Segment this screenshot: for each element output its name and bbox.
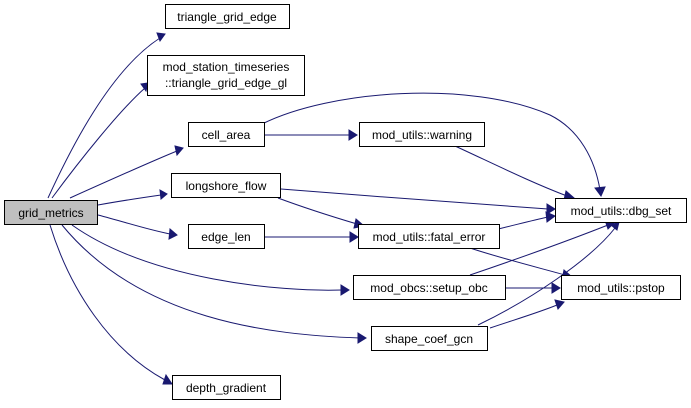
node-edge_len[interactable]: edge_len [188, 224, 265, 249]
edge-grid_metrics-cell_area [69, 145, 184, 199]
node-label-line1: mod_station_timeseries [163, 60, 290, 74]
node-label: depth_gradient [186, 381, 267, 395]
node-shape_coef_gcn[interactable]: shape_coef_gcn [371, 326, 488, 351]
node-label: longshore_flow [186, 179, 267, 193]
node-label: mod_obcs::setup_obc [370, 281, 487, 295]
edge-warning-dbg_set [454, 145, 576, 201]
edge-grid_metrics-depth_gradient [49, 224, 173, 385]
node-label: shape_coef_gcn [385, 332, 473, 346]
node-label: grid_metrics [18, 206, 83, 220]
edge-cell_area-dbg_set [261, 92, 606, 197]
edge-cell_area-warning [264, 129, 358, 141]
node-label-line2: ::triangle_grid_edge_gl [165, 76, 287, 90]
edge-edge_len-fatal_error [264, 231, 359, 243]
node-mod_utils-fatal_error[interactable]: mod_utils::fatal_error [358, 224, 500, 249]
node-label: mod_utils::pstop [577, 281, 665, 295]
node-mod_utils-pstop[interactable]: mod_utils::pstop [561, 275, 681, 300]
edge-grid_metrics-longshore_flow [97, 189, 168, 206]
node-label: edge_len [201, 230, 250, 244]
edge-longshore_flow-fatal_error [277, 197, 366, 229]
node-depth_gradient[interactable]: depth_gradient [172, 375, 281, 400]
node-triangle_grid_edge[interactable]: triangle_grid_edge [165, 4, 290, 29]
node-cell_area[interactable]: cell_area [188, 122, 265, 147]
node-label: triangle_grid_edge [177, 10, 277, 24]
edge-grid_metrics-station_timeseries [51, 82, 149, 199]
node-label: cell_area [202, 128, 251, 142]
edge-grid_metrics-edge_len [97, 214, 178, 240]
node-mod_utils-warning[interactable]: mod_utils::warning [359, 122, 485, 147]
edge-shape_coef_gcn-pstop [489, 299, 565, 329]
edge-grid_metrics-triangle_grid_edge [47, 32, 166, 199]
edge-shape_coef_gcn-dbg_set [477, 221, 620, 326]
node-grid_metrics[interactable]: grid_metrics [4, 200, 98, 225]
edge-setup_obc-pstop [505, 282, 561, 294]
edge-fatal_error-dbg_set [497, 211, 556, 230]
node-mod_obcs-setup_obc[interactable]: mod_obcs::setup_obc [353, 275, 506, 300]
node-label: mod_utils::fatal_error [373, 230, 486, 244]
node-mod_station_timeseries[interactable]: mod_station_timeseries ::triangle_grid_e… [147, 55, 305, 96]
node-label: mod_utils::warning [372, 128, 472, 142]
node-label: mod_utils::dbg_set [571, 204, 672, 218]
edge-longshore_flow-dbg_set [280, 188, 556, 215]
edge-grid_metrics-shape_coef_gcn [61, 224, 367, 344]
node-longshore_flow[interactable]: longshore_flow [171, 173, 281, 198]
edge-grid_metrics-setup_obc [71, 224, 350, 296]
node-mod_utils-dbg_set[interactable]: mod_utils::dbg_set [555, 198, 687, 223]
